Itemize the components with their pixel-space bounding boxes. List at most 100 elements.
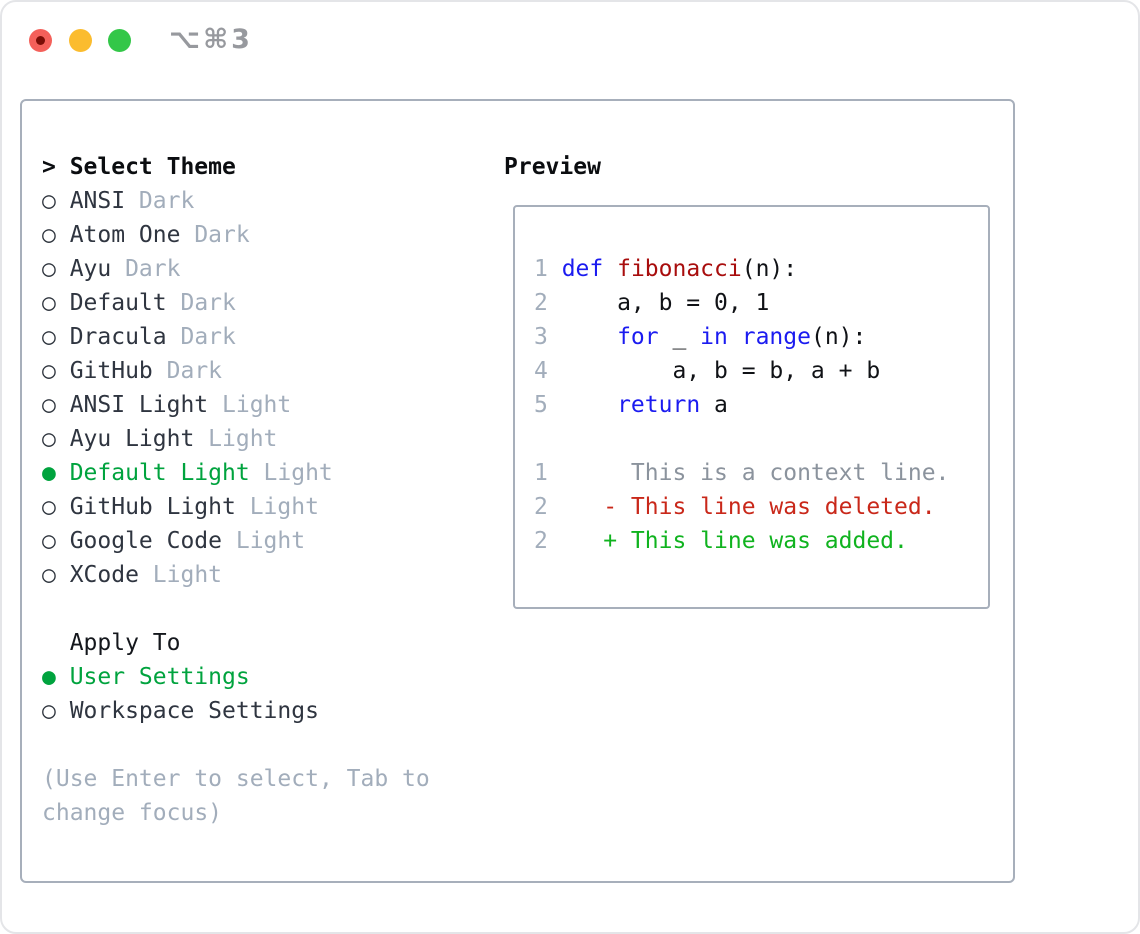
- radio-icon: ○: [42, 222, 56, 248]
- code-token: [603, 256, 617, 282]
- theme-name: Dracula: [69, 324, 167, 350]
- theme-variant: Dark: [180, 324, 236, 350]
- radio-icon: ○: [42, 698, 56, 724]
- line-number: 2: [534, 290, 548, 316]
- theme-variant: Light: [222, 392, 292, 418]
- code-token: def: [561, 256, 604, 282]
- radio-icon: ○: [42, 256, 56, 282]
- radio-icon: ○: [42, 290, 56, 316]
- code-token: _: [658, 324, 701, 350]
- code-line: [534, 422, 949, 456]
- radio-icon: ○: [42, 426, 56, 452]
- code-token: [562, 324, 617, 350]
- theme-option[interactable]: ○ Default Dark: [42, 286, 430, 320]
- code-token: (n):: [741, 256, 798, 282]
- code-token: + This line was added.: [561, 528, 908, 554]
- line-number: 4: [534, 358, 548, 384]
- cursor-marker: >: [42, 154, 56, 180]
- hint-line: change focus): [42, 800, 223, 826]
- radio-icon: ○: [42, 494, 56, 520]
- theme-variant: Light: [249, 494, 319, 520]
- theme-name: Atom One: [69, 222, 181, 248]
- code-line: 2 + This line was added.: [534, 524, 949, 558]
- code-token: range: [741, 324, 811, 350]
- apply-to-label: User Settings: [69, 664, 250, 690]
- apply-to-option[interactable]: ○Workspace Settings: [42, 694, 430, 728]
- code-token: - This line was deleted.: [561, 494, 936, 520]
- preview-header: Preview: [504, 154, 601, 180]
- theme-option[interactable]: ○ Dracula Dark: [42, 320, 430, 354]
- close-button[interactable]: [29, 29, 52, 52]
- close-dot-icon: [36, 36, 45, 45]
- theme-name: ANSI Light: [69, 392, 209, 418]
- radio-icon: ○: [42, 358, 56, 384]
- code-token: fibonacci: [617, 256, 742, 282]
- radio-icon: ○: [42, 324, 56, 350]
- code-line: 1 This is a context line.: [534, 456, 949, 490]
- code-token: a, b = 0, 1: [561, 290, 770, 316]
- theme-name: ANSI: [69, 188, 126, 214]
- theme-variant: Dark: [180, 290, 236, 316]
- radio-selected-icon: ●: [42, 460, 56, 486]
- theme-option[interactable]: ○ GitHub Dark: [42, 354, 430, 388]
- radio-icon: ○: [42, 562, 56, 588]
- window-title: ⌥⌘3: [169, 24, 253, 55]
- theme-option[interactable]: ● Default Light Light: [42, 456, 430, 490]
- apply-to-list: ● User Settings ○Workspace Settings: [42, 660, 430, 728]
- code-token: [562, 392, 617, 418]
- line-number: 5: [534, 392, 548, 418]
- select-theme-label: Select Theme: [69, 154, 236, 180]
- theme-name: Ayu Light: [69, 426, 195, 452]
- theme-variant: Dark: [166, 358, 223, 384]
- line-number: 2: [534, 494, 548, 520]
- theme-option[interactable]: ○ XCode Light: [42, 558, 430, 592]
- code-token: (n):: [810, 324, 867, 350]
- select-theme-header: > Select Theme: [42, 150, 430, 184]
- code-token: for: [617, 324, 659, 350]
- apply-to-header: Apply To: [69, 630, 181, 656]
- theme-name: GitHub: [69, 358, 153, 384]
- code-token: in: [700, 324, 728, 350]
- maximize-button[interactable]: [108, 29, 131, 52]
- theme-name: Default Light: [69, 460, 250, 486]
- code-token: This is a context line.: [561, 460, 950, 486]
- minimize-button[interactable]: [69, 29, 92, 52]
- theme-name: Google Code: [69, 528, 223, 554]
- code-line: 4 a, b = b, a + b: [534, 354, 949, 388]
- code-line: 2 a, b = 0, 1: [534, 286, 949, 320]
- theme-option[interactable]: ○ Ayu Light Light: [42, 422, 430, 456]
- code-line: 1 def fibonacci(n):: [534, 252, 949, 286]
- radio-selected-icon: ●: [42, 664, 56, 690]
- spacer-row: [42, 592, 430, 626]
- theme-option[interactable]: ○ Ayu Dark: [42, 252, 430, 286]
- code-token: [728, 324, 742, 350]
- theme-name: Default: [69, 290, 167, 316]
- theme-variant: Dark: [125, 256, 181, 282]
- theme-variant: Light: [152, 562, 223, 588]
- theme-name: Ayu: [69, 256, 112, 282]
- theme-name: XCode: [69, 562, 139, 588]
- theme-variant: Light: [235, 528, 306, 554]
- theme-option[interactable]: ○ ANSI Light Light: [42, 388, 430, 422]
- line-number: 3: [534, 324, 548, 350]
- theme-variant: Light: [208, 426, 278, 452]
- code-token: a: [700, 392, 728, 418]
- code-line: 5 return a: [534, 388, 949, 422]
- line-number: 2: [534, 528, 548, 554]
- theme-variant: Dark: [194, 222, 250, 248]
- line-number: 1: [534, 256, 548, 282]
- theme-option[interactable]: ○ Google Code Light: [42, 524, 430, 558]
- radio-icon: ○: [42, 528, 56, 554]
- theme-variant: Light: [263, 460, 333, 486]
- theme-option[interactable]: ○ Atom One Dark: [42, 218, 430, 252]
- theme-variant: Dark: [138, 188, 195, 214]
- apply-to-option[interactable]: ● User Settings: [42, 660, 430, 694]
- radio-icon: ○: [42, 392, 56, 418]
